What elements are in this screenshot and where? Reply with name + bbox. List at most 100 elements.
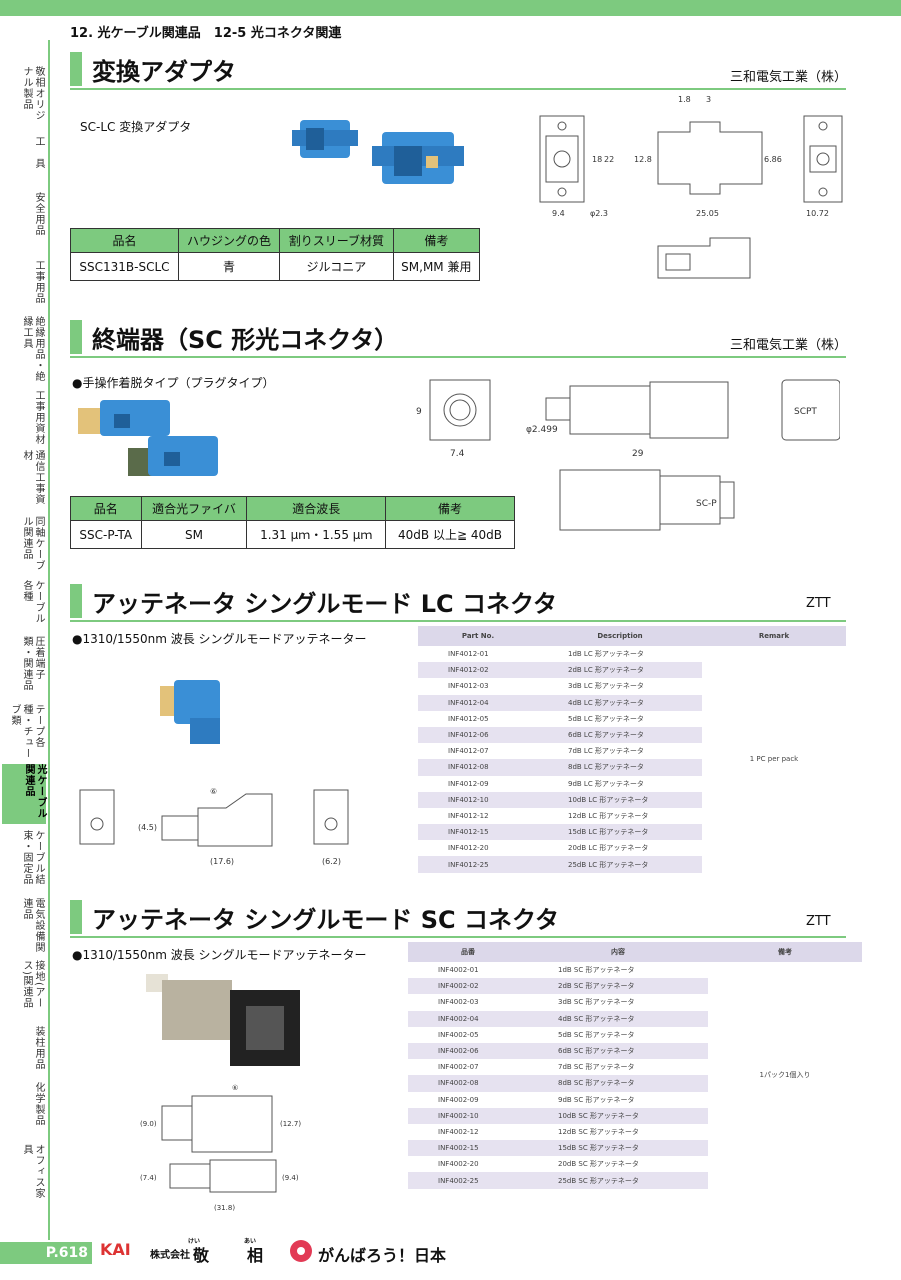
sidebar-item-12[interactable]: ケーブル結束・固定品 xyxy=(21,830,44,885)
sidebar-item-17[interactable]: オフィス家具 xyxy=(21,1144,44,1199)
part-number: INF4012-01 xyxy=(448,650,489,659)
sidebar-item-2[interactable]: 安全用品 xyxy=(33,192,44,236)
description: 6dB LC 形アッテネータ xyxy=(538,726,702,744)
dim-label: (12.7) xyxy=(280,1120,301,1128)
dim-label: 18 xyxy=(592,155,602,164)
table-header-row: 品名 ハウジングの色 割りスリーブ材質 備考 xyxy=(70,228,481,253)
description: 7dB LC 形アッテネータ xyxy=(568,747,644,756)
sidebar-item-16[interactable]: 化学製品 xyxy=(33,1082,44,1126)
part-number: INF4002-12 xyxy=(438,1127,479,1136)
breadcrumb: 12. 光ケーブル関連品 12-5 光コネクタ関連 xyxy=(70,26,342,41)
description: 20dB LC 形アッテネータ xyxy=(568,844,649,853)
table-header-row: 品名 適合光ファイバ 適合波長 備考 xyxy=(70,496,515,521)
sidebar-item-4[interactable]: 絶縁用品・絶縁工具 xyxy=(21,316,44,382)
description: 6dB SC 形アッテネータ xyxy=(528,1042,708,1060)
dim-label: 10.72 xyxy=(806,209,829,218)
description: 10dB SC 形アッテネータ xyxy=(528,1107,708,1124)
lc-attenuator-dimension-drawing: (4.5) (17.6) (6.2) ⑥ xyxy=(79,787,349,866)
top-accent-bar xyxy=(0,0,901,16)
col-header: Description xyxy=(538,626,702,646)
description: 8dB SC 形アッテネータ xyxy=(528,1075,708,1092)
description: 12dB LC 形アッテネータ xyxy=(568,811,649,820)
sidebar-item-14[interactable]: 接地(アース)関連品 xyxy=(21,960,44,1009)
sidebar-item-1[interactable]: 工 具 xyxy=(33,136,44,169)
dim-label: (31.8) xyxy=(214,1204,235,1212)
table-cell: SM xyxy=(140,520,248,549)
brand-logo: KAI xyxy=(100,1240,131,1259)
table-cell: SSC-P-TA xyxy=(70,520,142,549)
dim-label: (7.4) xyxy=(140,1174,157,1182)
page-number: P.618 xyxy=(0,1242,92,1264)
col-header: 備考 xyxy=(392,228,481,253)
part-number: INF4012-15 xyxy=(418,824,538,841)
product-subtitle: SC-LC 変換アダプタ xyxy=(80,120,192,134)
description: 9dB SC 形アッテネータ xyxy=(558,1095,635,1104)
sidebar-item-11[interactable]: 光ケーブル関連品 xyxy=(2,764,46,824)
remark: 1 PC per pack xyxy=(702,646,846,873)
col-header: 適合波長 xyxy=(246,496,387,521)
part-number: INF4012-20 xyxy=(448,844,489,853)
part-number: INF4002-10 xyxy=(408,1107,528,1124)
sidebar-item-3[interactable]: 工事用品 xyxy=(33,260,44,304)
part-number: INF4002-02 xyxy=(408,978,528,995)
description: 1dB LC 形アッテネータ xyxy=(568,650,644,659)
part-number: INF4012-04 xyxy=(418,694,538,711)
part-number: INF4002-03 xyxy=(438,998,479,1007)
dim-label: 7.4 xyxy=(450,449,465,459)
col-header: 内容 xyxy=(528,942,708,962)
section-title: 終端器（SC 形光コネクタ） xyxy=(92,326,399,354)
col-header: Part No. xyxy=(418,626,538,646)
sidebar-item-10[interactable]: テープ各種・チューブ類 xyxy=(9,704,44,759)
cherry-blossom-icon xyxy=(290,1240,312,1262)
sidebar-item-15[interactable]: 装柱用品 xyxy=(33,1026,44,1070)
manufacturer: 三和電気工業（株） xyxy=(730,338,848,353)
part-number: INF4012-02 xyxy=(418,662,538,679)
company-name-kei: 敬 xyxy=(193,1246,210,1265)
sidebar-item-7[interactable]: 同軸ケーブル関連品 xyxy=(21,516,44,571)
part-number: INF4012-06 xyxy=(418,726,538,744)
table-cell: 40dB 以上≧ 40dB xyxy=(385,520,515,549)
dim-label: 12.8 xyxy=(634,155,652,164)
part-number: INF4002-25 xyxy=(408,1172,528,1189)
section-bar xyxy=(70,584,82,618)
col-header: 品名 xyxy=(70,228,179,253)
description: 20dB SC 形アッテネータ xyxy=(558,1160,639,1169)
sidebar-item-8[interactable]: ケーブル各種 xyxy=(21,580,44,624)
description: 3dB SC 形アッテネータ xyxy=(558,998,635,1007)
sidebar-item-9[interactable]: 圧着端子類・関連品 xyxy=(21,636,44,691)
dim-label: 29 xyxy=(632,449,644,459)
slogan: がんばろう！日本 xyxy=(318,1246,447,1265)
col-header: 品番 xyxy=(408,942,528,962)
section-title: 変換アダプタ xyxy=(92,58,236,86)
section-bar xyxy=(70,52,82,86)
sidebar-item-5[interactable]: 工事用資材 xyxy=(33,390,44,445)
description: 25dB SC 形アッテネータ xyxy=(528,1172,708,1189)
col-header: 備考 xyxy=(385,496,515,521)
dim-label: 6.86 xyxy=(764,155,782,164)
dim-label: 1.8 xyxy=(678,95,691,104)
sidebar-item-0[interactable]: 敬相オリジナル製品 xyxy=(21,66,44,121)
plug-upper xyxy=(78,400,170,436)
dim-label: φ2.499 xyxy=(526,425,558,435)
part-number: INF4002-05 xyxy=(438,1030,479,1039)
adapter-dimension-drawing: 1.8 3 18 22 12.8 6.86 9.4 φ2.3 25.05 10.… xyxy=(539,95,843,279)
dim-label: (9.0) xyxy=(140,1120,157,1128)
section-title: アッテネータ シングルモード LC コネクタ xyxy=(92,590,558,618)
description: 1dB SC 形アッテネータ xyxy=(558,966,635,975)
description: 15dB LC 形アッテネータ xyxy=(538,824,702,841)
dim-label: 9.4 xyxy=(552,209,565,218)
product-subtitle: ●1310/1550nm 波長 シングルモードアッテネーター xyxy=(72,948,367,962)
part-number: INF4002-07 xyxy=(438,1063,479,1072)
sidebar-item-6[interactable]: 通信工事資材 xyxy=(21,450,44,505)
sidebar-item-13[interactable]: 電気設備関連品 xyxy=(21,898,44,953)
